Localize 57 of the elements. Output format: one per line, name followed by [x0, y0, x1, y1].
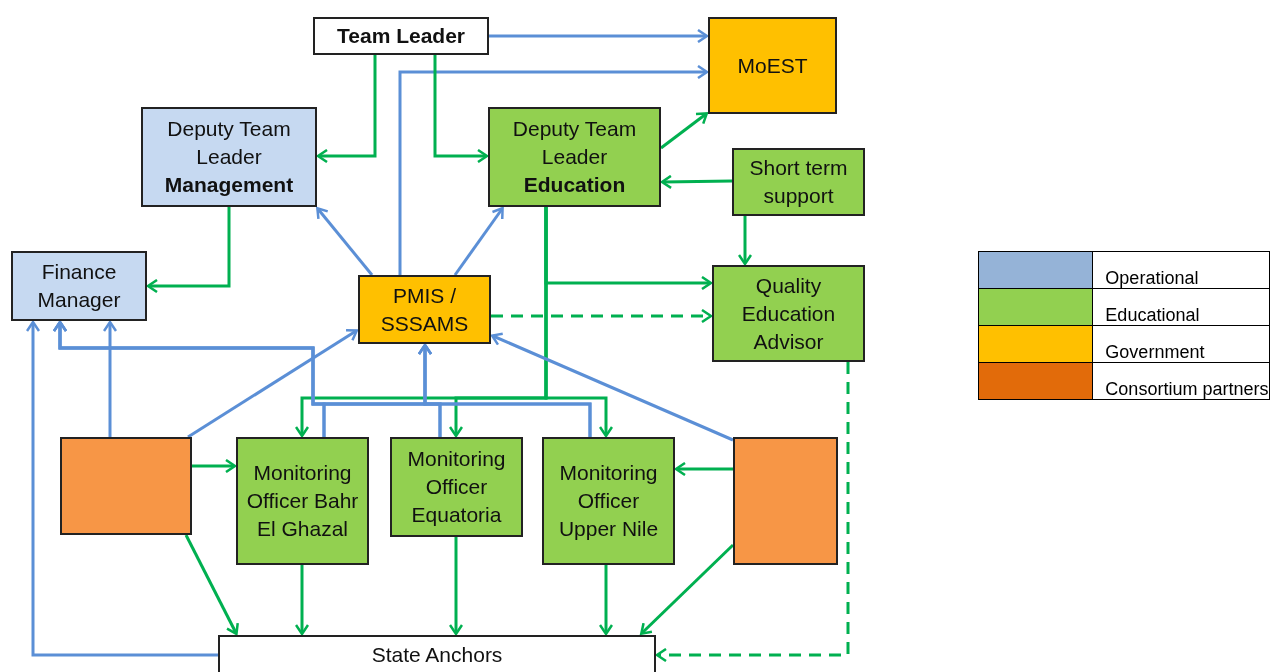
- arrow: [598, 565, 614, 636]
- box-label: MoEST: [736, 52, 809, 79]
- arrow: [316, 207, 374, 276]
- system-box: [358, 275, 491, 344]
- arrow: [316, 55, 377, 164]
- box-label: Team Leader: [336, 23, 466, 49]
- arrow: [146, 207, 231, 294]
- role-box: [488, 107, 661, 207]
- arrow: [184, 534, 239, 636]
- support-box: [732, 148, 865, 216]
- box-label: Deputy Team Leader: [511, 116, 638, 170]
- dashed-arrow: [491, 308, 713, 324]
- arrow: [433, 55, 489, 164]
- legend-label: Consortium partners: [1092, 362, 1270, 400]
- arrow: [674, 461, 733, 477]
- arrow: [489, 28, 709, 44]
- box-label: Short term support: [748, 155, 849, 209]
- box-label: Monitoring Officer Equatoria: [406, 446, 507, 528]
- box-label: Monitoring Officer Upper Nile: [557, 460, 660, 542]
- ministry-box: [708, 17, 837, 114]
- arrow: [660, 174, 733, 190]
- arrow: [187, 328, 359, 439]
- role-box: [390, 437, 523, 537]
- arrow: [192, 458, 237, 474]
- box-label: Deputy Team Leader: [166, 116, 292, 170]
- role-box: [11, 251, 147, 321]
- arrow: [737, 216, 753, 266]
- box-label: Quality Education Advisor: [740, 272, 837, 355]
- group-box: [218, 635, 656, 672]
- arrow: [660, 112, 709, 150]
- legend-label: Government: [1092, 325, 1270, 363]
- arrow: [398, 64, 709, 275]
- box-label: Management: [163, 172, 295, 198]
- arrow: [640, 543, 735, 635]
- box-label: Finance Manager: [36, 259, 122, 313]
- legend-label: Operational: [1092, 251, 1270, 289]
- role-box: [236, 437, 369, 565]
- arrow: [294, 565, 310, 636]
- role-box: [712, 265, 865, 362]
- partner-box: [733, 437, 838, 565]
- arrow: [448, 537, 464, 636]
- arrow: [417, 343, 592, 437]
- arrow: [453, 206, 504, 276]
- box-label: Education: [522, 172, 627, 198]
- box-label: State Anchors: [370, 642, 504, 668]
- role-box: [141, 107, 317, 207]
- legend-label: Educational: [1092, 288, 1270, 326]
- partner-box: [60, 437, 192, 535]
- role-box: [313, 17, 489, 55]
- arrow: [102, 320, 118, 437]
- arrow: [490, 332, 734, 442]
- box-label: PMIS / SSSAMS: [379, 282, 470, 337]
- role-box: [542, 437, 675, 565]
- dashed-arrow: [655, 362, 850, 663]
- arrow: [25, 320, 218, 657]
- arrow: [544, 207, 614, 438]
- box-label: Monitoring Officer Bahr El Ghazal: [245, 460, 360, 542]
